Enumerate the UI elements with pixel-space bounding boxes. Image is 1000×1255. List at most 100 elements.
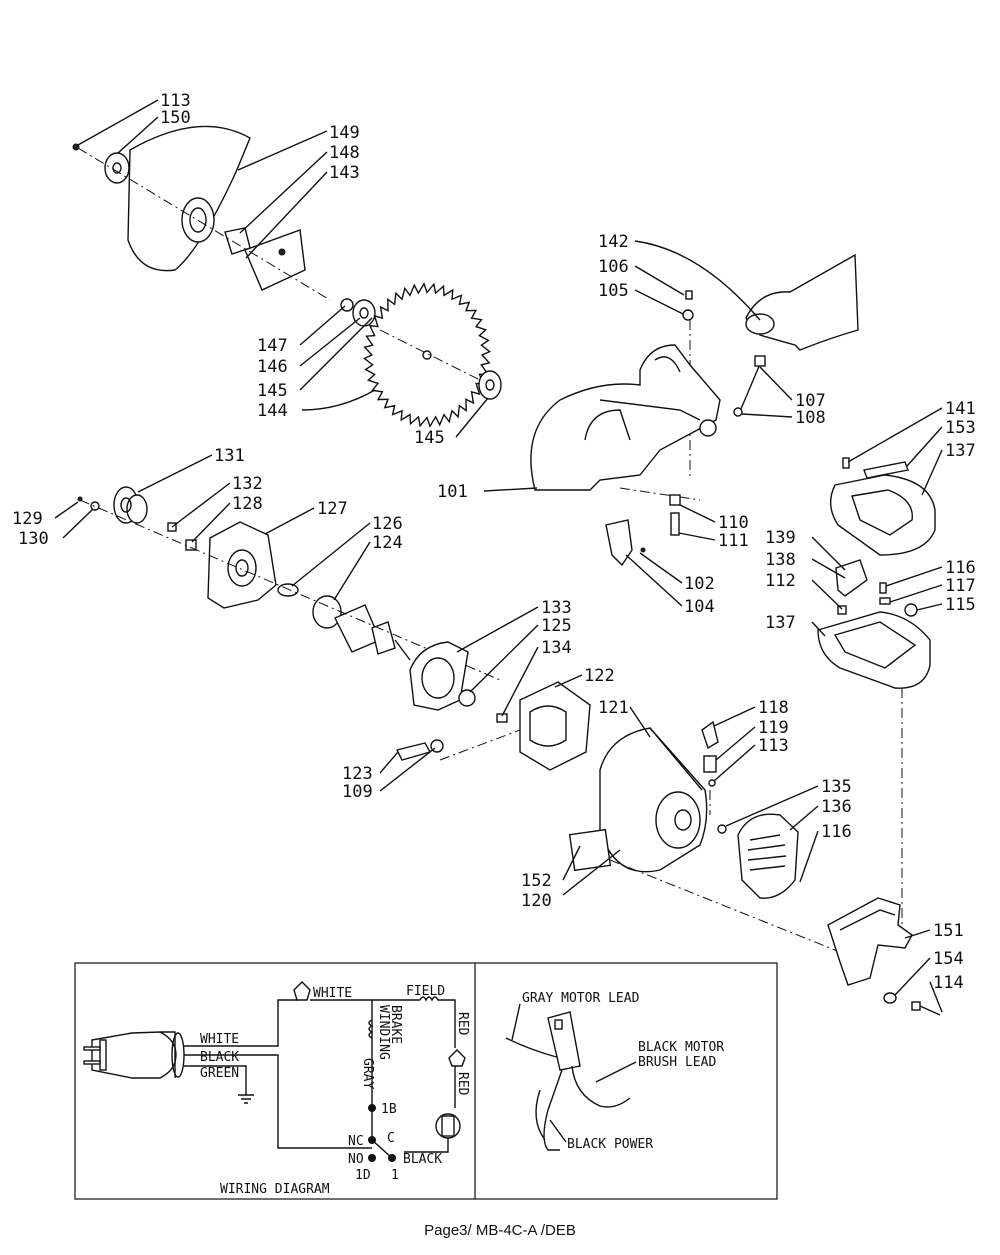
part-label-154: 154 [933,949,964,969]
part-label-105: 105 [598,281,629,301]
part-label-101: 101 [437,482,468,502]
washer-129-130 [77,496,100,511]
terminal-label-no: NO [348,1152,364,1167]
part-label-153: 153 [945,418,976,438]
part-label-142: 142 [598,232,629,252]
spindle-lock-plate [224,227,306,291]
axis-line-housing [609,859,861,961]
part-label-149: 149 [329,123,360,143]
part-label-151: 151 [933,921,964,941]
terminal-label-c: C [387,1131,395,1146]
label-152 [568,828,612,872]
terminal-label-1: 1 [391,1168,399,1183]
label-153 [863,461,909,479]
upper-blade-guard [127,125,251,272]
spring-116-117-115 [879,582,918,617]
brush-lead-label: BRUSH LEAD [638,1055,716,1070]
baffle-133 [409,641,469,711]
part-label-137: 137 [945,441,976,461]
part-label-147: 147 [257,336,288,356]
part-label-141: 141 [945,399,976,419]
part-label-114: 114 [933,973,964,993]
part-label-126: 126 [372,514,403,534]
gear-case-127 [207,521,277,609]
part-label-104: 104 [684,597,715,617]
part-label-133: 133 [541,598,572,618]
part-label-116: 116 [945,558,976,578]
wire-label-black: BLACK [200,1050,239,1065]
part-label-145: 145 [257,381,288,401]
part-label-127: 127 [317,499,348,519]
part-label-146: 146 [257,357,288,377]
page-footer: Page3/ MB-4C-A /DEB [424,1222,576,1239]
terminal-no [368,1154,376,1162]
armature-124 [312,595,411,661]
bearing-125-134 [458,689,508,723]
wire-label-white-top: WHITE [313,986,352,1001]
dust-chute-142 [745,253,859,351]
saw-blade-144 [363,282,491,428]
terminal-label-1b: 1B [381,1102,397,1117]
part-label-132: 132 [232,474,263,494]
part-label-134: 134 [541,638,572,658]
black-motor-label: BLACK MOTOR [638,1040,724,1055]
part-label-124: 124 [372,533,403,553]
axis-line-field [439,729,521,761]
gray-motor-lead-label: GRAY MOTOR LEAD [522,991,640,1006]
part-label-152: 152 [521,871,552,891]
part-label-106: 106 [598,257,629,277]
part-number-labels: 113 150 149 148 143 142 106 105 147 146 … [12,91,976,993]
handle-bottom-137 [817,611,931,689]
wire-label-white: WHITE [200,1032,239,1047]
part-label-112: 112 [765,571,796,591]
part-label-144: 144 [257,401,288,421]
part-label-138: 138 [765,550,796,570]
part-label-130: 130 [18,529,49,549]
wire-label-gray: GRAY [360,1058,375,1089]
wire-label-winding: WINDING [376,1005,391,1060]
part-label-118: 118 [758,698,789,718]
brush-lead-detail [505,1011,631,1151]
wiring-diagram-title: WIRING DIAGRAM [220,1182,330,1197]
wire-nut-icon [293,981,311,1001]
part-label-113-b: 113 [758,736,789,756]
terminal-label-1d: 1D [355,1168,371,1183]
end-cap-136 [717,813,799,899]
wiring-diagram-box: WHITE FIELD BRAKE WINDING RED RED GRAY W… [74,962,778,1200]
field-122 [519,681,591,771]
washer-126 [277,583,299,597]
part-label-125: 125 [541,616,572,636]
part-label-145-b: 145 [414,428,445,448]
bolt-154-114 [883,992,941,1016]
handle-top-137 [830,457,936,556]
part-label-108: 108 [795,408,826,428]
part-label-113: 113 [160,91,191,111]
part-label-150: 150 [160,108,191,128]
wire-label-black-switch: BLACK [403,1152,442,1167]
part-label-115: 115 [945,595,976,615]
wire-label-green: GREEN [200,1066,239,1081]
pivot-bracket-151 [827,897,913,986]
leader-lines [54,99,943,1013]
terminal-label-nc: NC [348,1134,364,1149]
part-label-111: 111 [718,531,749,551]
part-label-119: 119 [758,718,789,738]
screw-113 [72,143,80,151]
pivot-bolt-107 [733,355,766,417]
axis-line-lower [619,487,701,501]
screw-110-111 [669,494,681,536]
part-label-122: 122 [584,666,615,686]
brush-118-119-113 [701,720,719,787]
wire-label-red-2: RED [455,1072,470,1096]
wire-label-field: FIELD [406,984,445,999]
wire-label-red-1: RED [455,1012,470,1036]
part-label-116-b: 116 [821,822,852,842]
black-power-label: BLACK POWER [567,1137,653,1152]
wire-label-brake: BRAKE [388,1005,403,1044]
part-label-107: 107 [795,391,826,411]
part-label-117: 117 [945,576,976,596]
part-label-121: 121 [598,698,629,718]
part-label-136: 136 [821,797,852,817]
part-label-109: 109 [342,782,373,802]
